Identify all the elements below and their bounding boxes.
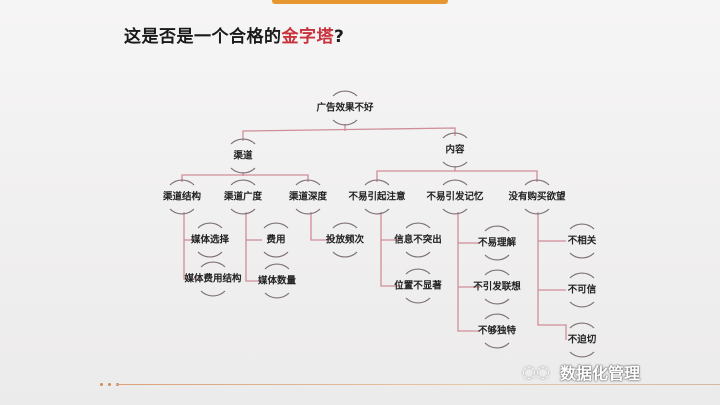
- node-arc-top: [569, 272, 595, 279]
- node-arc-top: [442, 179, 468, 186]
- node-arc-top: [295, 179, 321, 186]
- node-arc-bottom: [405, 297, 431, 304]
- footer-dot: [108, 383, 111, 386]
- connector-line: [245, 212, 262, 282]
- node-arc-top: [405, 222, 431, 229]
- node-arc-top: [569, 322, 595, 329]
- node-arc-bottom: [364, 208, 390, 215]
- tree-node-level3: 不够独特: [478, 325, 517, 337]
- node-arc-bottom: [405, 251, 431, 258]
- connector-line: [537, 212, 567, 340]
- node-arc-bottom: [264, 292, 290, 299]
- watermark: 数据化管理: [560, 364, 641, 383]
- node-arc-top: [230, 179, 256, 186]
- tree-node-level2: 渠道结构: [162, 191, 202, 203]
- tree-node-level1: 内容: [445, 144, 465, 156]
- title-suffix: ?: [334, 27, 345, 47]
- node-arc-bottom: [332, 251, 358, 258]
- footer-line: [116, 384, 720, 385]
- node-arc-top: [405, 268, 431, 275]
- connector-line: [457, 212, 480, 332]
- node-arc-bottom: [169, 208, 195, 215]
- connector-line: [376, 170, 538, 182]
- node-arc-top: [263, 222, 289, 229]
- slide-title: 这是否是一个合格的金字塔?: [124, 22, 344, 47]
- node-arc-bottom: [200, 290, 226, 297]
- node-arc-bottom: [230, 208, 256, 215]
- title-text: 这是否是一个合格的: [124, 27, 282, 47]
- tree-node-level2: 没有购买欲望: [508, 191, 566, 203]
- node-arc-bottom: [524, 208, 550, 215]
- tree-node-level2: 不易引发记忆: [426, 191, 484, 203]
- node-arc-bottom: [484, 254, 510, 261]
- node-arc-bottom: [484, 298, 510, 305]
- tree-node-level3: 位置不显著: [394, 280, 442, 292]
- tree-node-level3: 不迫切: [568, 334, 597, 346]
- node-arc-bottom: [569, 351, 595, 358]
- tree-node-level3: 不易理解: [478, 237, 517, 249]
- node-arc-bottom: [197, 251, 223, 258]
- node-arc-top: [524, 179, 550, 186]
- node-arc-bottom: [230, 167, 256, 174]
- node-arc-top: [484, 313, 510, 320]
- node-arc-bottom: [295, 208, 321, 215]
- tree-node-level2: 渠道广度: [223, 191, 263, 203]
- node-arc-top: [364, 179, 390, 186]
- node-arc-top: [230, 138, 256, 145]
- tree-node-root: 广告效果不好: [316, 102, 374, 114]
- node-arc-bottom: [442, 208, 468, 215]
- connector-line: [181, 174, 309, 182]
- node-arc-top: [332, 90, 358, 97]
- connector-line: [242, 127, 456, 141]
- tree-node-level3: 不可信: [568, 284, 597, 296]
- tree-node-level1: 渠道: [232, 150, 253, 162]
- tree-node-level3: 媒体选择: [190, 234, 230, 246]
- node-arc-top: [264, 263, 290, 270]
- tree-node-level2: 渠道深度: [288, 191, 328, 203]
- connector-line: [380, 212, 402, 287]
- connector-line: [310, 212, 330, 241]
- node-arc-top: [569, 223, 595, 230]
- node-arc-top: [332, 222, 358, 229]
- node-arc-top: [169, 179, 195, 186]
- node-arc-top: [442, 132, 468, 139]
- node-arc-top: [484, 269, 510, 276]
- tree-node-level3: 媒体数量: [257, 275, 297, 287]
- node-arc-bottom: [263, 251, 289, 258]
- tree-node-level3: 媒体费用结构: [183, 273, 242, 285]
- tree-node-level3: 不相关: [568, 235, 597, 247]
- footer-dot: [100, 383, 103, 386]
- title-highlight: 金字塔: [281, 27, 334, 47]
- node-arc-bottom: [569, 252, 595, 259]
- wechat-icon: ◌◌: [522, 362, 550, 381]
- tree-node-level3: 费用: [266, 234, 285, 246]
- tree-node-level3: 信息不突出: [394, 234, 442, 246]
- node-arc-top: [484, 225, 510, 232]
- tree-node-level3: 投放频次: [326, 234, 365, 246]
- node-arc-top: [200, 261, 226, 268]
- tree-node-level3: 不引发联想: [473, 281, 521, 293]
- node-arc-top: [197, 222, 223, 229]
- top-accent-bar: [272, 0, 448, 4]
- node-arc-bottom: [442, 161, 468, 168]
- node-arc-bottom: [484, 342, 510, 349]
- tree-node-level2: 不易引起注意: [348, 191, 406, 203]
- connector-line: [183, 212, 196, 280]
- node-arc-bottom: [332, 119, 358, 126]
- node-arc-bottom: [569, 301, 595, 308]
